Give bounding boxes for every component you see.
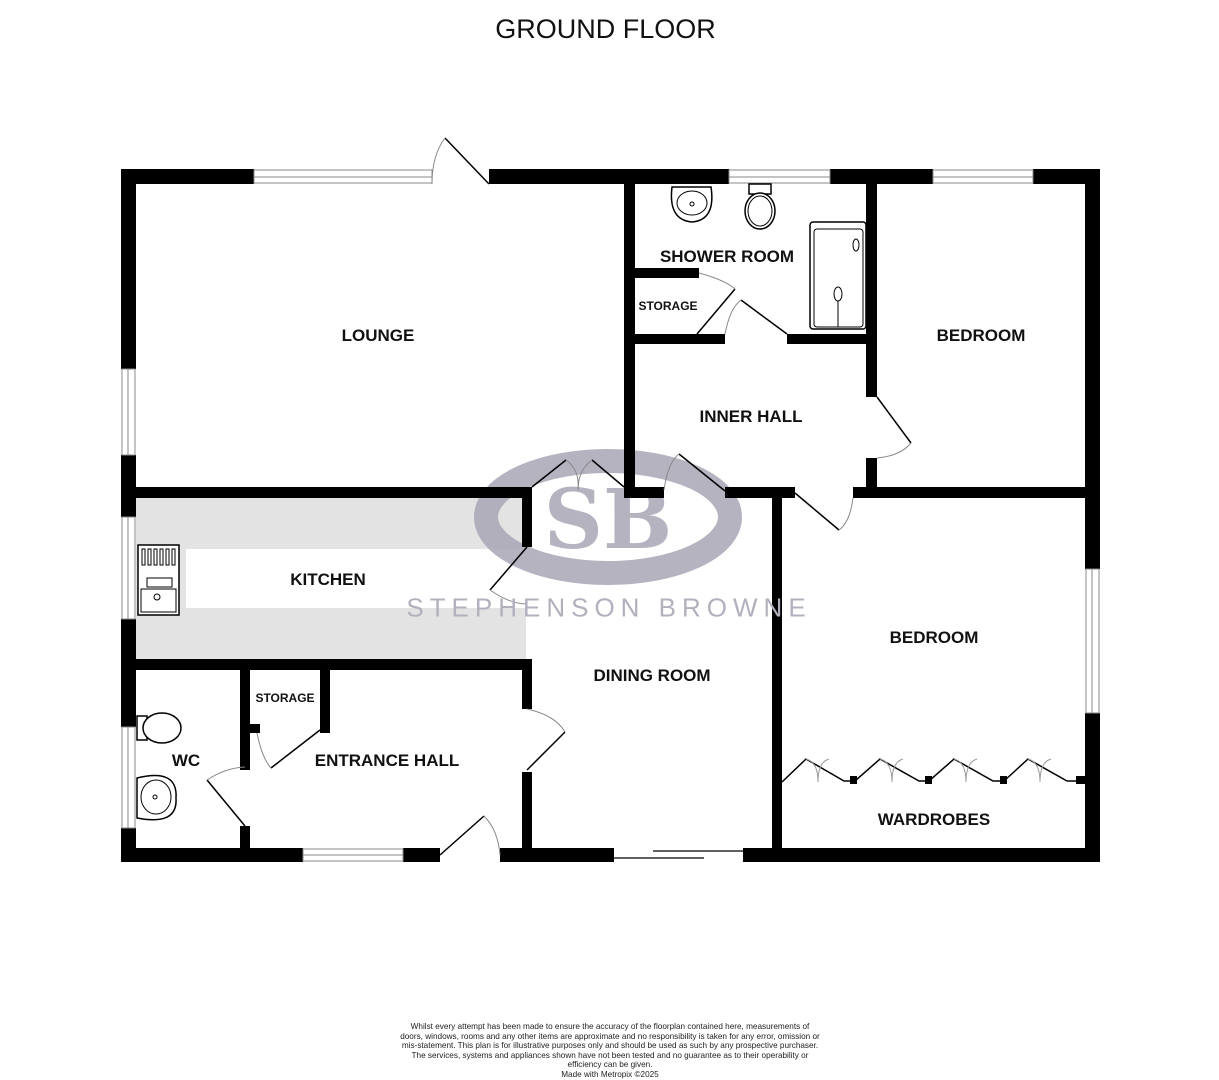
room-label-dining-room: DINING ROOM: [593, 666, 711, 685]
watermark-brand: STEPHENSON BROWNE: [406, 592, 812, 623]
room-label-entrance-hall: ENTRANCE HALL: [314, 751, 460, 770]
room-label-wardrobes: WARDROBES: [877, 810, 991, 829]
kitchen-sink-icon: [137, 544, 180, 616]
disclaimer-text: Whilst every attempt has been made to en…: [400, 1022, 820, 1070]
doors: [206, 137, 912, 859]
disclaimer-credit: Made with Metropix ©2025: [561, 1069, 659, 1079]
room-label-kitchen: KITCHEN: [290, 570, 366, 589]
toilet-icon: [744, 183, 776, 230]
room-label-bedroom-1: BEDROOM: [936, 326, 1026, 345]
wardrobe-doors: [781, 758, 1085, 784]
watermark-logo: SB: [474, 449, 742, 585]
fixtures: [136, 183, 867, 821]
basin-icon: [136, 774, 177, 821]
floor-title: GROUND FLOOR: [495, 14, 716, 44]
room-label-lounge: LOUNGE: [341, 326, 415, 345]
toilet-icon: [136, 712, 182, 744]
windows: [121, 169, 1100, 862]
basin-icon: [670, 186, 713, 223]
room-label-bedroom-2: BEDROOM: [889, 628, 979, 647]
walls: [121, 169, 1100, 862]
shower-tray-icon: [809, 221, 867, 330]
room-label-inner-hall: INNER HALL: [699, 407, 803, 426]
kitchen-counter-strip: [186, 549, 526, 608]
svg-text:SB: SB: [544, 472, 673, 568]
room-label-storage-upper: STORAGE: [638, 299, 698, 313]
room-label-wc: WC: [171, 751, 201, 770]
room-label-shower-room: SHOWER ROOM: [659, 247, 795, 266]
disclaimer: Whilst every attempt has been made to en…: [400, 1022, 820, 1080]
room-label-storage-lower: STORAGE: [255, 691, 315, 705]
